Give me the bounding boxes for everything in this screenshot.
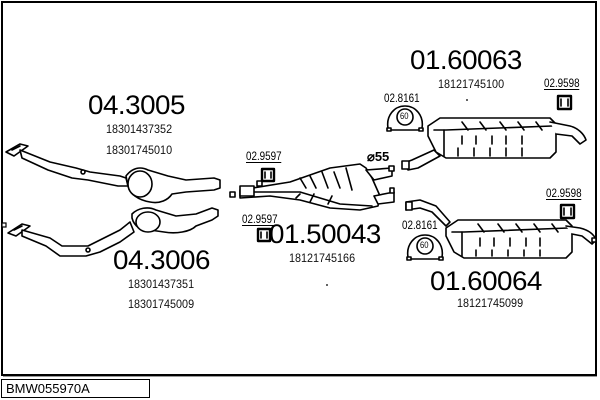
- oe-number: 18121745166: [289, 251, 356, 265]
- middle-silencer-drawing[interactable]: [229, 163, 395, 211]
- accessory-number: 02.9598: [546, 186, 582, 200]
- pipe-diameter-label: ⌀55: [367, 149, 390, 164]
- rubber-hanger-icon: [559, 203, 576, 220]
- part-number-rear-silencer-1: 01.60063: [410, 45, 522, 75]
- part-number-front-pipe-1: 04.3005: [88, 90, 185, 120]
- dot-marker: [466, 99, 468, 101]
- front-pipe-1-drawing[interactable]: [5, 143, 221, 204]
- dot-marker: [326, 284, 328, 286]
- part-number-front-pipe-2: 04.3006: [113, 245, 210, 275]
- rear-silencer-1-drawing[interactable]: [401, 117, 587, 171]
- oe-number: 18121745099: [457, 296, 524, 310]
- accessory-number: 02.8161: [384, 91, 420, 105]
- diagram-code-box: BMW055970A: [1, 379, 150, 398]
- rear-silencer-2-drawing[interactable]: [405, 199, 597, 259]
- clamp-size: 60: [400, 111, 409, 121]
- connector-marker: [1, 222, 7, 228]
- oe-number: 18301745010: [106, 143, 173, 157]
- oe-number: 18301745009: [128, 297, 195, 311]
- front-pipe-2-drawing[interactable]: [7, 207, 219, 257]
- diagram-frame: [1, 1, 597, 377]
- rubber-hanger-icon: [260, 167, 276, 183]
- pipe-clamp-icon: [406, 234, 444, 261]
- accessory-number: 02.9597: [246, 149, 282, 163]
- accessory-number: 02.9598: [544, 76, 580, 90]
- oe-number: 18301437351: [128, 277, 195, 291]
- accessory-number: 02.8161: [402, 218, 438, 232]
- part-number-middle-silencer: 01.50043: [269, 219, 381, 249]
- oe-number: 18121745100: [438, 77, 505, 91]
- oe-number: 18301437352: [106, 122, 173, 136]
- accessory-number: 02.9597: [242, 212, 278, 226]
- rubber-hanger-icon: [556, 94, 573, 111]
- rubber-hanger-icon: [256, 227, 272, 243]
- pipe-clamp-icon: [386, 105, 424, 132]
- part-number-rear-silencer-2: 01.60064: [430, 266, 542, 296]
- clamp-size: 60: [420, 240, 429, 250]
